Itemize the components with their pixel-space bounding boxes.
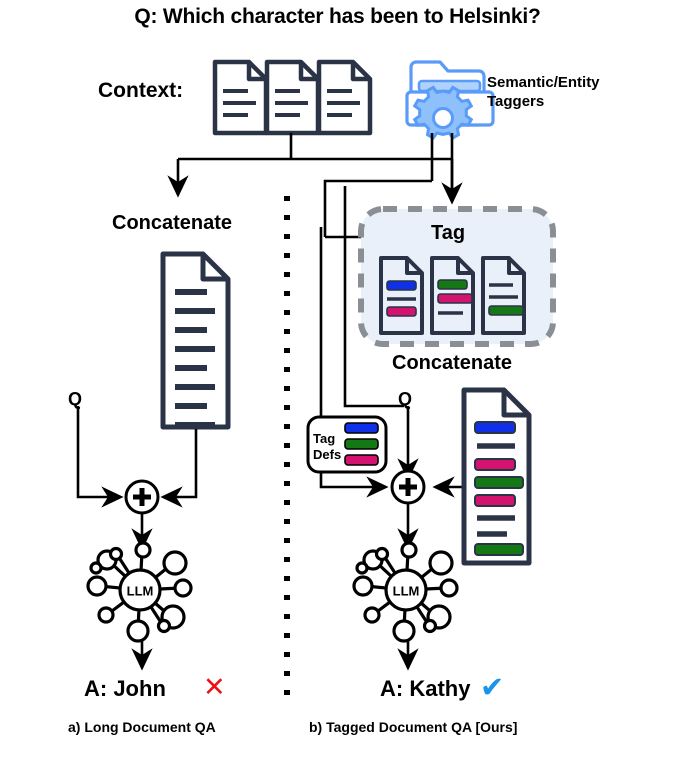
plus-node-left [124, 479, 160, 515]
folder-gear-icon [405, 60, 495, 140]
llm-node-right: LLM [352, 541, 459, 643]
concatenated-document-left [160, 251, 231, 430]
caption-left: a) Long Document QA [68, 719, 216, 735]
tagged-documents-group [379, 256, 526, 335]
context-label: Context: [98, 79, 184, 102]
tagged-doc-3 [481, 256, 526, 335]
concatenated-document-right [461, 387, 532, 566]
tagged-doc-1 [379, 256, 424, 335]
document-text-lines-left [175, 289, 215, 428]
check-mark: ✔ [480, 672, 505, 704]
llm-node-label-left: LLM [127, 584, 154, 599]
tagged-doc-2 [430, 256, 475, 335]
llm-node-left: LLM [86, 541, 193, 643]
context-doc-2 [264, 59, 321, 136]
caption-right: b) Tagged Document QA [Ours] [309, 719, 518, 735]
top-routing-lines [167, 133, 463, 248]
answer-left: A: John [84, 676, 166, 701]
context-doc-1 [212, 59, 269, 136]
tag-label: Tag [431, 222, 466, 244]
concatenate-label-right: Concatenate [392, 352, 513, 374]
question-token-right: Q [398, 389, 413, 409]
cross-mark: ✕ [203, 672, 226, 702]
tag-defs-box [306, 415, 388, 474]
concatenate-label-left: Concatenate [112, 212, 233, 234]
semantic-entity-taggers-label: Semantic/Entity Taggers [487, 74, 600, 110]
tag-defs-label: Tag Defs [313, 431, 342, 462]
page-title: Q: Which character has been to Helsinki? [134, 5, 541, 28]
document-tag-lines-right [474, 421, 524, 556]
plus-node-right [390, 469, 426, 505]
question-token-left: Q [68, 389, 83, 409]
answer-right: A: Kathy [380, 676, 471, 701]
llm-node-label-right: LLM [393, 584, 420, 599]
gear-icon [412, 85, 474, 140]
right-routing-lines [319, 186, 464, 671]
context-documents-group [212, 59, 373, 136]
context-doc-3 [316, 59, 373, 136]
